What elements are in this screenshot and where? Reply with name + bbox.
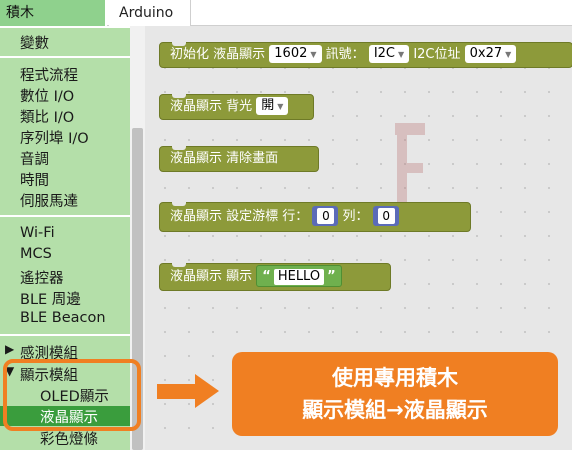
lcd-set-cursor-block[interactable]: 液晶顯示 設定游標 行： 0 列： 0 — [159, 202, 471, 232]
pointer-arrow-icon — [195, 374, 219, 408]
block-notch — [172, 146, 186, 150]
close-quote: ” — [327, 268, 336, 284]
category-label: 感測模組 — [20, 346, 78, 362]
row-number-input[interactable]: 0 — [312, 205, 339, 226]
divider — [0, 215, 130, 217]
category-lcd-selected[interactable]: 液晶顯示 — [40, 410, 98, 426]
category-digital-io[interactable]: 數位 I/O — [20, 89, 75, 105]
dropdown-caret-icon: ▼ — [277, 101, 284, 111]
expand-arrow-icon: ▶ — [5, 342, 15, 356]
category-variables[interactable]: 變數 — [20, 36, 49, 52]
highlight-frame — [3, 359, 141, 431]
lcd-model-dropdown[interactable]: 1602▼ — [269, 44, 322, 63]
lcd-init-block[interactable]: 初始化 液晶顯示 1602▼ 訊號： I2C▼ I2C位址 0x27▼ — [159, 42, 572, 68]
backlight-dropdown[interactable]: 開▼ — [256, 96, 289, 115]
category-mcs[interactable]: MCS — [20, 246, 52, 262]
lcd-backlight-block[interactable]: 液晶顯示 背光 開▼ — [159, 94, 314, 120]
number-value[interactable]: 0 — [317, 207, 335, 224]
category-time[interactable]: 時間 — [20, 173, 49, 189]
block-label: 液晶顯示 清除畫面 — [170, 151, 279, 166]
block-label: 液晶顯示 背光 — [170, 99, 253, 114]
callout-line-2: 顯示模組→液晶顯示 — [302, 398, 488, 422]
bus-dropdown[interactable]: I2C▼ — [368, 44, 410, 63]
dropdown-caret-icon: ▼ — [505, 49, 512, 59]
block-label: 液晶顯示 顯示 — [170, 269, 253, 284]
tab-blocks[interactable]: 積木 — [0, 0, 107, 26]
block-notch — [172, 263, 186, 267]
lcd-clear-block[interactable]: 液晶顯示 清除畫面 — [159, 146, 319, 172]
block-label: 列： — [342, 209, 369, 224]
dropdown-value: 1602 — [274, 45, 308, 61]
category-list: 變數 程式流程 數位 I/O 類比 I/O 序列埠 I/O 音調 時間 伺服馬達… — [0, 26, 130, 450]
column-number-input[interactable]: 0 — [372, 205, 399, 226]
instruction-callout: 使用專用積木 顯示模組→液晶顯示 — [232, 352, 558, 436]
category-remote[interactable]: 遙控器 — [20, 271, 64, 287]
category-flow[interactable]: 程式流程 — [20, 68, 78, 84]
collapse-arrow-icon: ▼ — [5, 364, 15, 378]
category-serial-io[interactable]: 序列埠 I/O — [20, 131, 89, 147]
divider — [0, 334, 130, 336]
scrollbar-thumb[interactable] — [132, 128, 143, 450]
category-led-strip[interactable]: 彩色燈條 — [40, 432, 98, 448]
lcd-print-block[interactable]: 液晶顯示 顯示 “HELLO” — [159, 263, 391, 291]
tab-arduino[interactable]: Arduino — [109, 0, 191, 26]
toolbox-sidebar: 變數 程式流程 數位 I/O 類比 I/O 序列埠 I/O 音調 時間 伺服馬達… — [0, 26, 145, 450]
category-oled[interactable]: OLED顯示 — [40, 389, 109, 405]
block-label: 訊號： — [325, 47, 365, 62]
dropdown-caret-icon: ▼ — [398, 49, 405, 59]
dropdown-value: I2C — [373, 45, 396, 61]
dropdown-value: 開 — [261, 97, 275, 113]
category-tone[interactable]: 音調 — [20, 152, 49, 168]
divider — [0, 56, 130, 58]
category-wifi[interactable]: Wi-Fi — [20, 225, 55, 241]
divider — [0, 26, 130, 28]
selected-highlight — [0, 406, 130, 426]
dropdown-value: 0x27 — [469, 45, 503, 61]
category-label: 顯示模組 — [20, 368, 78, 384]
text-string-value[interactable]: HELLO — [273, 268, 325, 285]
number-value[interactable]: 0 — [377, 207, 395, 224]
category-analog-io[interactable]: 類比 I/O — [20, 110, 75, 126]
callout-line-1: 使用專用積木 — [332, 366, 458, 390]
text-string-block[interactable]: “HELLO” — [256, 264, 342, 287]
block-label: 初始化 液晶顯示 — [170, 47, 266, 62]
block-notch — [172, 94, 186, 98]
category-servo[interactable]: 伺服馬達 — [20, 194, 78, 210]
block-notch — [172, 202, 186, 206]
i2c-address-dropdown[interactable]: 0x27▼ — [464, 44, 517, 63]
dropdown-caret-icon: ▼ — [310, 49, 317, 59]
tab-bar: 積木 Arduino — [0, 0, 572, 26]
block-notch — [172, 42, 186, 46]
block-label: 液晶顯示 設定游標 行： — [170, 209, 309, 224]
pointer-arrow-shaft — [157, 384, 197, 399]
category-ble-peripheral[interactable]: BLE 周邊 — [20, 292, 81, 308]
block-label: I2C位址 — [413, 47, 461, 62]
open-quote: “ — [262, 268, 271, 284]
category-ble-beacon[interactable]: BLE Beacon — [20, 310, 106, 326]
trash-ghost-icon — [395, 123, 425, 218]
